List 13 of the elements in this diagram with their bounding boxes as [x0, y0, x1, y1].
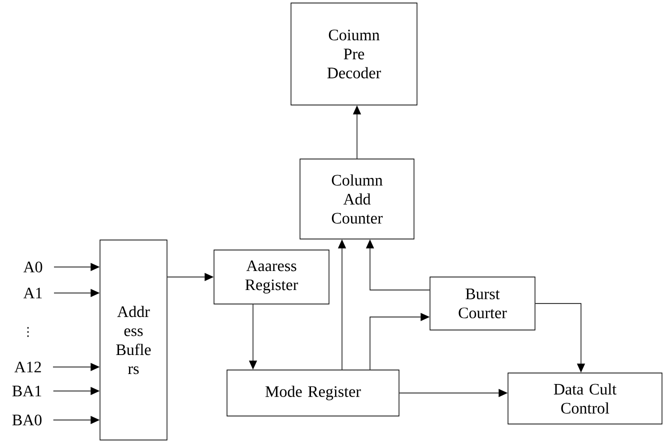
input-label: A1	[23, 288, 42, 298]
input-label: A0	[23, 262, 42, 272]
block-box: Mode Register	[226, 370, 400, 416]
block-box: Burst Courter	[430, 276, 536, 330]
input-label: A12	[14, 362, 41, 372]
block-box: Column Add Counter	[300, 158, 414, 240]
input-label: BA0	[12, 414, 42, 426]
ellipsis: ⋮	[27, 327, 29, 337]
input-label: BA1	[12, 386, 42, 396]
block-box: Addr ess Bufle rs	[100, 240, 168, 440]
block-box: Coiumn Pre Decoder	[290, 2, 418, 106]
block-box: Aaaress Register	[214, 250, 330, 304]
block-box: Data Cult Control	[508, 372, 662, 424]
